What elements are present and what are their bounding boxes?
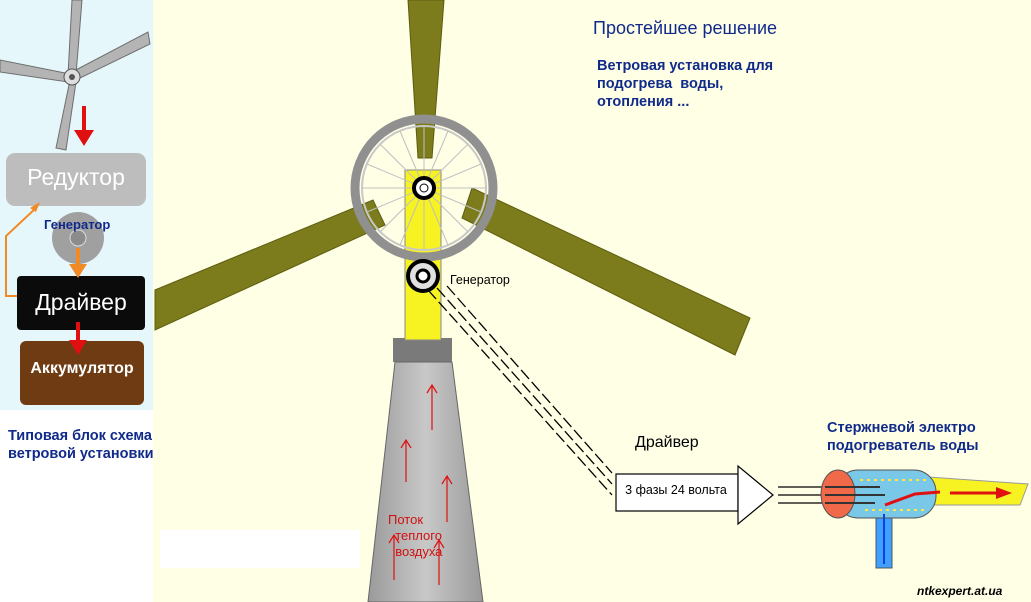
turbine-blades: [154, 0, 751, 356]
block-diagram-caption: Типовая блок схема ветровой установки: [8, 428, 154, 462]
heater-label: Стержневой электро подогреватель воды: [827, 420, 979, 454]
wheel: [350, 114, 498, 262]
cable-lines: [427, 285, 613, 496]
airflow-arrows: [388, 383, 453, 585]
driver-box: [615, 473, 739, 512]
driver-box-label: 3 фазы 24 вольта: [625, 483, 727, 497]
generator-icon: [406, 259, 440, 293]
block-arrows: [5, 106, 94, 355]
water-heater: [820, 469, 1029, 569]
reducer-label: Редуктор: [27, 164, 125, 190]
driver-triangle: [737, 464, 774, 526]
page-title: Простейшее решение: [593, 18, 778, 38]
caption-background: [0, 410, 153, 602]
battery-block: [20, 341, 144, 405]
page-subtitle: Ветровая установка для подогрева воды, о…: [597, 58, 774, 110]
battery-label: Аккумулятор: [30, 360, 134, 377]
generator-small-label: Генератор: [44, 217, 111, 232]
driver-title: Драйвер: [635, 434, 699, 451]
site-watermark: ntkexpert.at.ua: [917, 584, 1003, 598]
driver-block: [17, 276, 145, 330]
blank-white-box: [160, 530, 360, 568]
airflow-label: Поток теплого воздуха: [388, 512, 443, 559]
driver-label: Драйвер: [35, 289, 127, 315]
generator-label: Генератор: [450, 273, 510, 287]
tower: [367, 338, 484, 602]
reducer-block: [6, 153, 146, 206]
small-windmill-icon: [0, 0, 151, 151]
